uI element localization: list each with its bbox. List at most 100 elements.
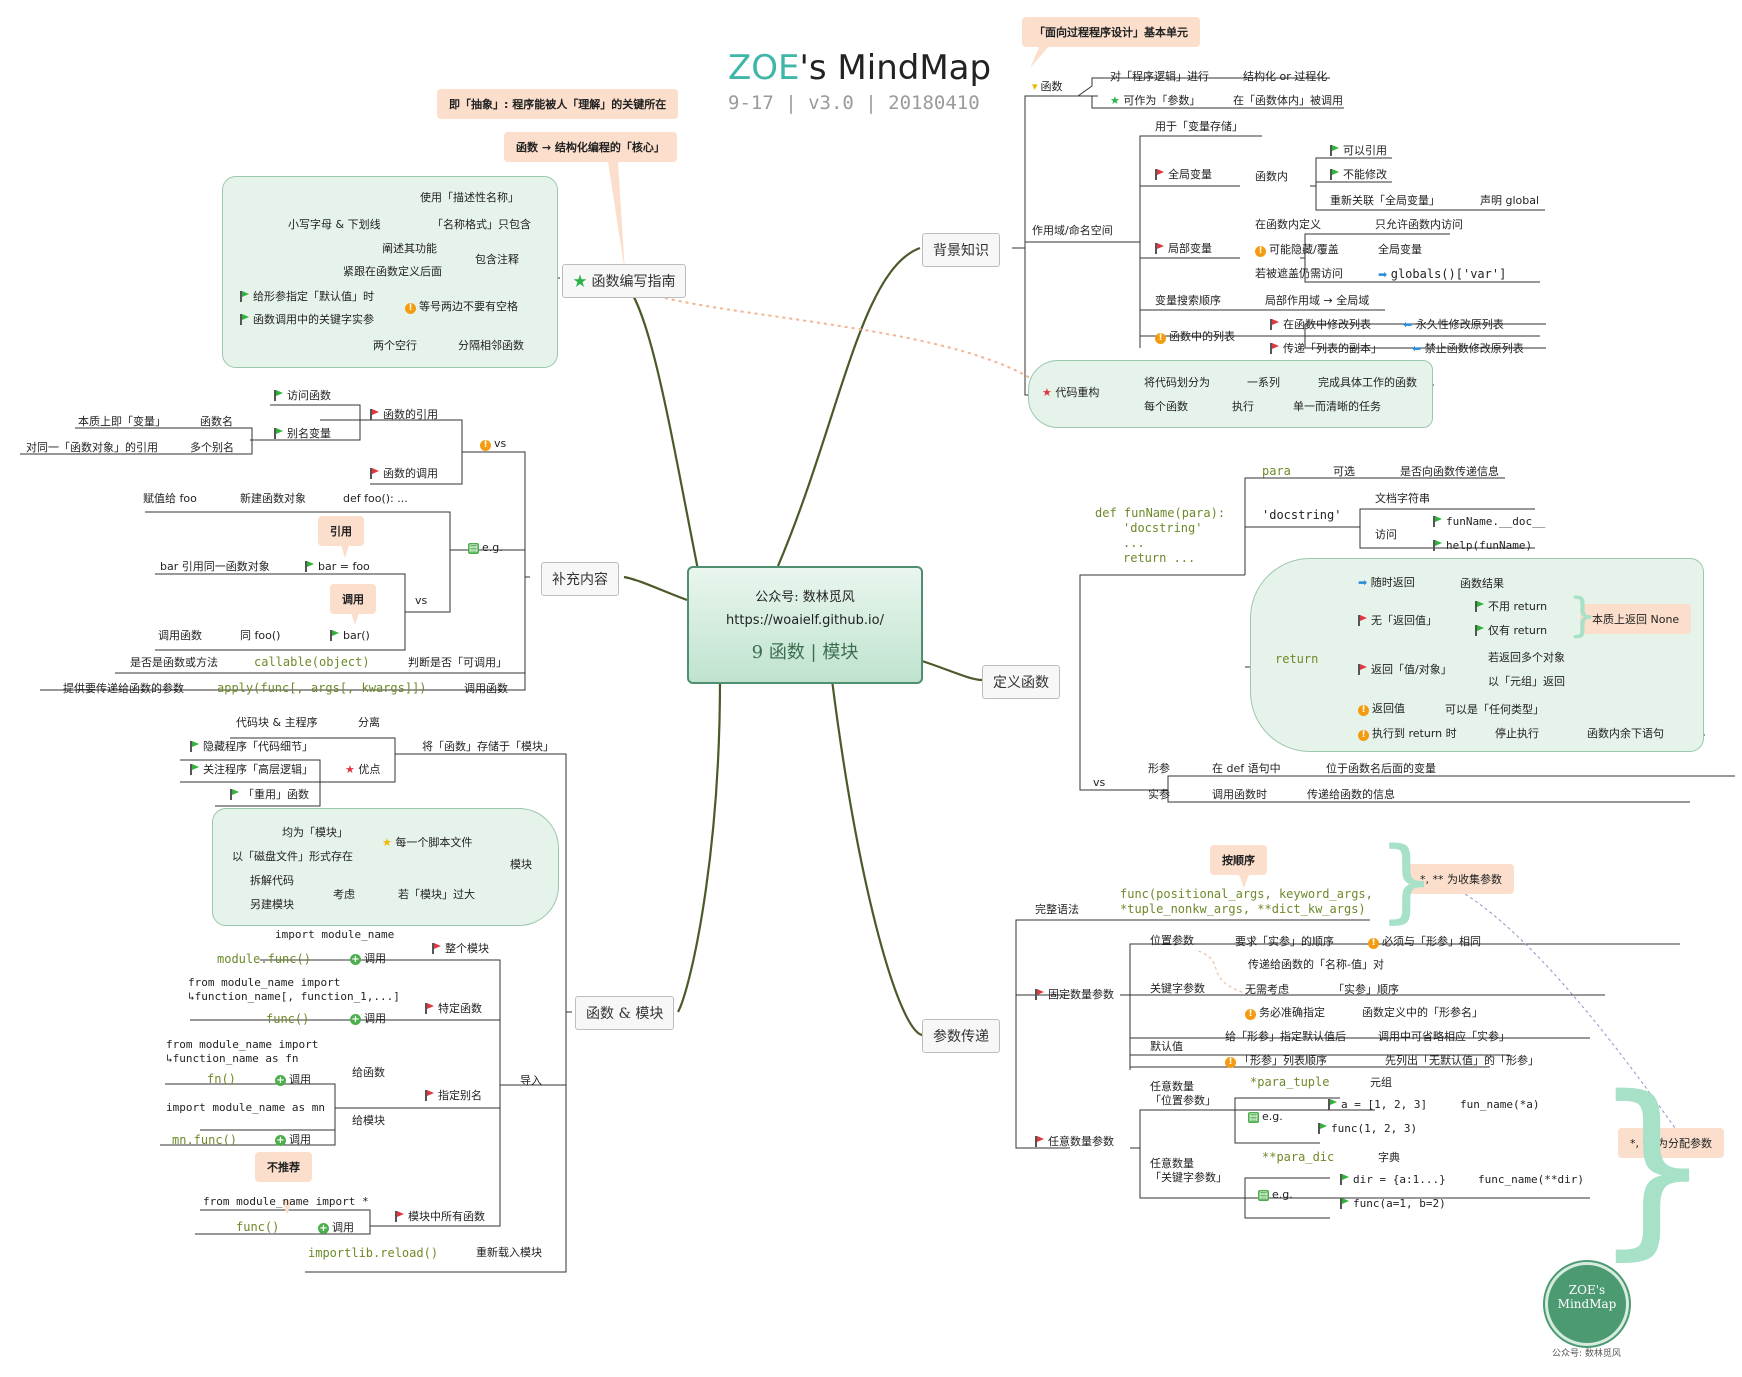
bg-list: !函数中的列表 bbox=[1155, 330, 1235, 344]
p-anypos1: 任意数量 bbox=[1150, 1080, 1194, 1093]
module-region bbox=[212, 808, 559, 926]
red-flag-icon bbox=[1035, 989, 1045, 1000]
d-retval: 返回「值/对象」 bbox=[1358, 663, 1452, 677]
callout-procedural: 「面向过程程序设计」基本单元 bbox=[1022, 17, 1200, 47]
s-isfunc: 是否是函数或方法 bbox=[130, 656, 218, 669]
p-syntax1: func(positional_args, keyword_args, bbox=[1120, 887, 1373, 901]
title-rest: 's MindMap bbox=[799, 48, 992, 88]
m-callw5-label: 调用 bbox=[332, 1221, 354, 1234]
d-endfunc: 函数结果 bbox=[1460, 577, 1504, 590]
m-mod: 模块 bbox=[510, 858, 532, 871]
s-barcall-label: bar() bbox=[343, 629, 370, 642]
d-rv: !返回值 bbox=[1358, 702, 1405, 716]
green-flag-icon bbox=[1330, 169, 1340, 180]
callout-not-recommended: 不推荐 bbox=[255, 1152, 312, 1182]
red-flag-icon bbox=[425, 1090, 435, 1101]
d-dots: ... bbox=[1123, 536, 1145, 550]
green-flag-icon bbox=[1340, 1198, 1350, 1209]
green-flag-icon bbox=[1433, 540, 1443, 551]
branch-modules[interactable]: 函数 & 模块 bbox=[575, 996, 675, 1030]
p-funcab-label: func(a=1, b=2) bbox=[1353, 1197, 1446, 1210]
stamp-caption: 公众号: 数林觅风 bbox=[1552, 1349, 1621, 1359]
plus-icon: + bbox=[275, 1075, 286, 1086]
bg-asparam-label: 可作为「参数」 bbox=[1123, 94, 1201, 107]
d-noreturn: 不用 return bbox=[1475, 600, 1547, 614]
d-doc: 'docstring' bbox=[1123, 521, 1203, 535]
m-imp2b: ↳function_name[, function_1,...] bbox=[188, 990, 400, 1003]
branch-guide[interactable]: ★ 函数编写指南 bbox=[562, 264, 687, 298]
m-disk: 以「磁盘文件」形式存在 bbox=[232, 850, 353, 863]
callout-none-return: 本质上返回 None bbox=[1580, 604, 1692, 634]
d-indef: 在 def 语句中 bbox=[1212, 762, 1281, 775]
m-sep: 分离 bbox=[358, 716, 380, 729]
m-callw3: +调用 bbox=[275, 1073, 311, 1087]
g-explain: 阐述其功能 bbox=[382, 242, 437, 255]
g-kwarg-label: 函数调用中的关键字实参 bbox=[253, 313, 374, 326]
p-a: a = [1, 2, 3] bbox=[1328, 1098, 1427, 1112]
bg-local-label: 局部变量 bbox=[1168, 242, 1212, 255]
refactor-link bbox=[664, 297, 1039, 384]
warning-icon: ! bbox=[1358, 705, 1369, 716]
warning-icon: ! bbox=[1368, 938, 1379, 949]
branch-define[interactable]: 定义函数 bbox=[982, 665, 1060, 699]
s-fcall-label: 函数的调用 bbox=[383, 467, 438, 480]
m-focus-label: 关注程序「高层逻辑」 bbox=[203, 763, 313, 776]
m-callw1: +调用 bbox=[350, 952, 386, 966]
p-exact-label: 务必准确指定 bbox=[1259, 1006, 1325, 1019]
branch-background[interactable]: 背景知识 bbox=[922, 233, 1000, 267]
d-retval-label: 返回「值/对象」 bbox=[1371, 663, 1452, 676]
branch-params[interactable]: 参数传递 bbox=[922, 1019, 1000, 1053]
bg-shadow: 若被遮盖仍需访问 bbox=[1255, 267, 1343, 280]
m-specific: 特定函数 bbox=[425, 1002, 482, 1016]
bg-asparam: ★ 可作为「参数」 bbox=[1110, 94, 1200, 108]
branch-guide-label: 函数编写指南 bbox=[591, 274, 676, 290]
warning-icon: ! bbox=[1255, 246, 1266, 257]
m-each-label: 每一个脚本文件 bbox=[395, 836, 473, 849]
d-return: return bbox=[1275, 652, 1319, 666]
central-topic[interactable]: 公众号: 数林觅风 https://woaielf.github.io/ 9 函… bbox=[687, 566, 923, 684]
red-star-icon: ★ bbox=[345, 763, 355, 776]
bg-listmod: 在函数中修改列表 bbox=[1270, 318, 1371, 332]
m-block: 代码块 & 主程序 bbox=[236, 716, 318, 729]
p-anypos: 任意数量 「位置参数」 bbox=[1150, 1080, 1216, 1108]
p-default: 默认值 bbox=[1150, 1040, 1183, 1053]
m-focus: 关注程序「高层逻辑」 bbox=[190, 763, 313, 777]
green-flag-icon bbox=[240, 291, 250, 302]
collect-distribute-link bbox=[1454, 887, 1681, 1136]
green-flag-icon bbox=[1330, 145, 1340, 156]
warning-icon: ! bbox=[1358, 730, 1369, 741]
callout-call: 调用 bbox=[330, 584, 376, 614]
s-barref: bar 引用同一函数对象 bbox=[160, 560, 270, 573]
trophy-icon: ▾ bbox=[1032, 80, 1038, 93]
p-first: 先列出「无默认值」的「形参」 bbox=[1385, 1054, 1539, 1067]
d-multi: 若返回多个对象 bbox=[1488, 651, 1565, 664]
chart-icon: ▤ bbox=[1248, 1112, 1259, 1123]
bg-scope[interactable]: 作用域/命名空间 bbox=[1032, 224, 1113, 237]
brace-any: } bbox=[1592, 1056, 1713, 1277]
red-flag-icon bbox=[425, 1003, 435, 1014]
bg-localdef: 在函数内定义 bbox=[1255, 218, 1321, 231]
p-tuple: *para_tuple bbox=[1250, 1075, 1330, 1089]
m-reuse-label: 「重用」函数 bbox=[243, 788, 309, 801]
s-essence: 本质上即「变量」 bbox=[78, 415, 166, 428]
m-call1: module.func() bbox=[217, 952, 311, 966]
m-splitcode: 拆解代码 bbox=[250, 874, 294, 887]
d-whencall: 调用函数时 bbox=[1212, 788, 1267, 801]
s-sameobj: 对同一「函数对象」的引用 bbox=[26, 441, 158, 454]
p-giveform: 给「形参」指定默认值后 bbox=[1225, 1030, 1346, 1043]
green-flag-icon bbox=[1433, 516, 1443, 527]
bg-refactor[interactable]: ★ 代码重构 bbox=[1042, 386, 1099, 400]
d-tuple: 以「元组」返回 bbox=[1488, 675, 1565, 688]
bg-func[interactable]: ▾函数 bbox=[1032, 80, 1063, 94]
callout-distribute: *, ** 为分配参数 bbox=[1618, 1128, 1724, 1158]
p-diclbl: 字典 bbox=[1378, 1151, 1400, 1164]
d-para: para bbox=[1262, 464, 1291, 478]
trunk-guide bbox=[619, 277, 702, 581]
stamp-line2: MindMap bbox=[1557, 1297, 1617, 1311]
p-full: 完整语法 bbox=[1035, 903, 1079, 916]
branch-supplement[interactable]: 补充内容 bbox=[541, 562, 619, 596]
s-vs2: vs bbox=[415, 594, 428, 607]
center-wechat: 公众号: 数林觅风 bbox=[755, 590, 855, 605]
g-format: 「名称格式」只包含 bbox=[432, 218, 531, 231]
g-lower: 小写字母 & 下划线 bbox=[288, 218, 381, 231]
